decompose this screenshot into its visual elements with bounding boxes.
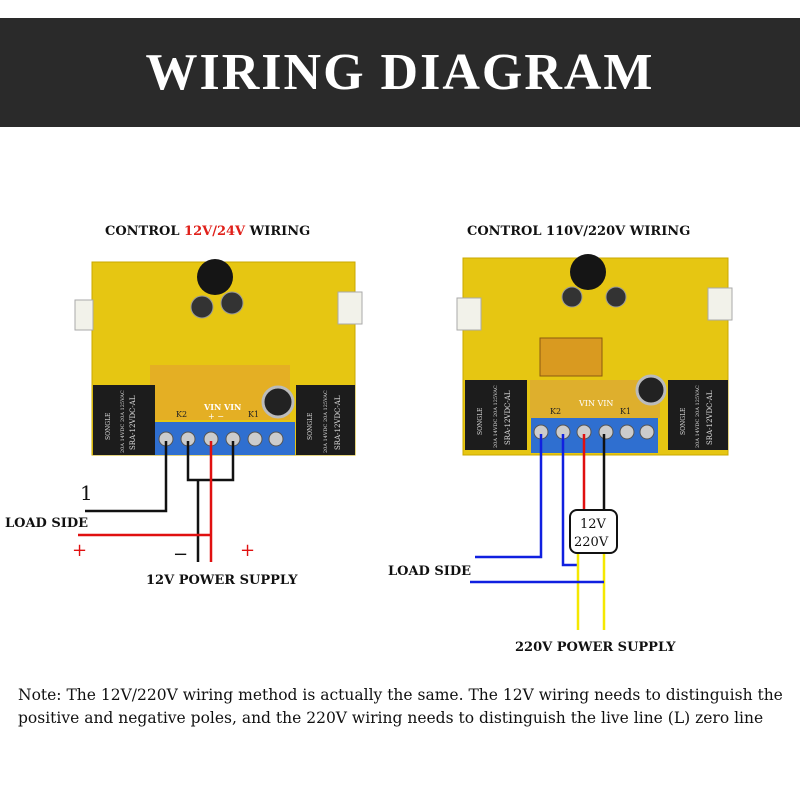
- header-banner: WIRING DIAGRAM: [0, 18, 800, 127]
- k2-label: K2: [550, 407, 561, 416]
- k2-label: K2: [176, 410, 187, 419]
- right-heading: CONTROL 110V/220V WIRING: [467, 224, 690, 239]
- buzzer: [197, 259, 233, 295]
- page-title: WIRING DIAGRAM: [145, 44, 655, 101]
- connector-left: [74, 299, 94, 331]
- relay-brand: SONGLE: [477, 408, 484, 435]
- vin-label: VIN VIN: [578, 399, 613, 408]
- relay-brand: SONGLE: [105, 413, 112, 440]
- relay-k2: [93, 385, 155, 455]
- terminal-block: [531, 418, 658, 453]
- vin-polarity: + −: [208, 412, 224, 421]
- relay-rating: 20A 14VDC 20A 125VAC: [695, 385, 701, 448]
- relay-k1: [296, 385, 355, 455]
- capacitor: [561, 286, 583, 308]
- box-voltage-12v: 12V: [580, 517, 607, 532]
- left-board: SONGLE 20A 14VDC 20A 125VAC SRA-12VDC-AL…: [74, 259, 363, 456]
- right-supply-label: 220V POWER SUPPLY: [515, 640, 676, 655]
- connector-left: [456, 297, 482, 331]
- capacitor: [635, 374, 667, 406]
- left-wires: [78, 441, 235, 562]
- right-wires: [470, 434, 606, 630]
- relay-model: SRA-12VDC-AL: [504, 390, 512, 445]
- relay-model: SRA-12VDC-AL: [334, 395, 342, 450]
- relay-k1: [668, 380, 728, 450]
- plus-sign: +: [72, 540, 87, 561]
- box-voltage-220v: 220V: [574, 535, 609, 550]
- wire-number: 1: [80, 481, 93, 505]
- left-supply-label: 12V POWER SUPPLY: [146, 573, 298, 588]
- k1-label: K1: [620, 407, 631, 416]
- k1-label: K1: [248, 410, 259, 419]
- buzzer: [570, 254, 606, 290]
- right-board: SONGLE 20A 14VDC 20A 125VAC SRA-12VDC-AL…: [456, 254, 733, 456]
- transformer: [539, 337, 603, 377]
- plus-sign: +: [240, 540, 255, 561]
- relay-rating: 20A 14VDC 20A 125VAC: [493, 385, 499, 448]
- relay-k2: [465, 380, 527, 450]
- relay-brand: SONGLE: [307, 413, 314, 440]
- left-load-side-label: LOAD SIDE: [5, 516, 88, 531]
- vin-label: VIN VIN: [203, 402, 241, 412]
- relay-rating: 20A 14VDC 20A 125VAC: [120, 390, 126, 453]
- left-heading: CONTROL 12V/24V WIRING: [105, 224, 310, 239]
- right-load-side-label: LOAD SIDE: [388, 564, 471, 579]
- note-text: Note: The 12V/220V wiring method is actu…: [18, 686, 783, 727]
- connector-right: [707, 287, 733, 321]
- connector-right: [337, 291, 363, 325]
- power-adapter-box: [569, 509, 618, 554]
- relay-brand: SONGLE: [680, 408, 687, 435]
- capacitor: [220, 291, 244, 315]
- minus-sign: −: [173, 544, 188, 565]
- relay-model: SRA-12VDC-AL: [706, 390, 714, 445]
- relay-rating: 20A 14VDC 20A 125VAC: [323, 390, 329, 453]
- capacitor: [605, 286, 627, 308]
- capacitor: [190, 295, 214, 319]
- relay-model: SRA-12VDC-AL: [129, 395, 137, 450]
- capacitor: [261, 385, 295, 419]
